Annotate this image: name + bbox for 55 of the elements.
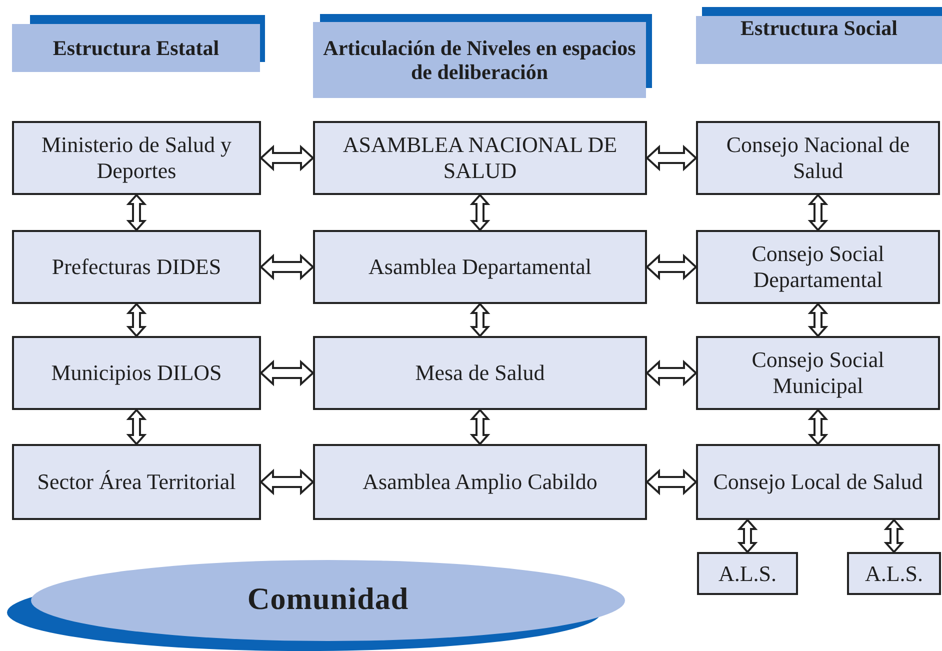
level-box bbox=[696, 336, 940, 410]
box-label: Consejo Nacional de Salud bbox=[725, 132, 911, 184]
level-box bbox=[696, 121, 940, 195]
heading-banner bbox=[12, 15, 265, 72]
level-box bbox=[313, 336, 647, 410]
double-arrow bbox=[260, 360, 314, 386]
box-label: Mesa de Salud bbox=[415, 360, 545, 386]
double-arrow bbox=[126, 194, 147, 232]
box-label: Asamblea Amplio Cabildo bbox=[362, 469, 598, 495]
level-box bbox=[313, 121, 647, 195]
double-arrow bbox=[646, 144, 698, 172]
double-arrow bbox=[470, 302, 490, 338]
box-label: Consejo Social Departamental bbox=[750, 241, 886, 293]
level-box bbox=[12, 444, 261, 520]
level-box bbox=[697, 552, 798, 595]
box-label: Sector Área Territorial bbox=[37, 469, 236, 495]
double-arrow bbox=[646, 254, 698, 280]
level-box bbox=[313, 444, 647, 520]
heading-text: Articulación de Niveles en espacios de deliberación bbox=[322, 36, 637, 84]
double-arrow bbox=[470, 408, 490, 446]
community-ellipse bbox=[7, 560, 625, 651]
box-label: Ministerio de Salud y Deportes bbox=[40, 132, 233, 184]
level-box bbox=[696, 444, 940, 520]
heading-banner bbox=[313, 14, 652, 98]
box-label: Prefecturas DIDES bbox=[52, 254, 222, 280]
level-box bbox=[12, 336, 261, 410]
box-label: ASAMBLEA NACIONAL DE SALUD bbox=[342, 132, 618, 184]
box-label: Consejo Local de Salud bbox=[713, 469, 923, 495]
box-label: Municipios DILOS bbox=[51, 360, 222, 386]
double-arrow bbox=[470, 194, 490, 232]
double-arrow bbox=[737, 518, 758, 554]
double-arrow bbox=[646, 360, 698, 386]
double-arrow bbox=[260, 254, 314, 280]
heading-text: Estructura Estatal bbox=[52, 36, 220, 60]
heading-text: Estructura Social bbox=[740, 16, 898, 40]
level-box bbox=[12, 230, 261, 304]
double-arrow bbox=[126, 408, 147, 446]
level-box bbox=[847, 552, 941, 595]
double-arrow bbox=[808, 408, 828, 446]
box-label: Consejo Social Municipal bbox=[750, 347, 886, 399]
double-arrow bbox=[260, 468, 314, 496]
double-arrow bbox=[808, 302, 828, 338]
box-label: A.L.S. bbox=[718, 560, 777, 586]
double-arrow bbox=[260, 144, 314, 172]
level-box bbox=[313, 230, 647, 304]
double-arrow bbox=[808, 194, 828, 232]
box-label: Asamblea Departamental bbox=[368, 254, 592, 280]
double-arrow bbox=[884, 518, 904, 554]
level-box bbox=[12, 121, 261, 195]
double-arrow bbox=[126, 302, 147, 338]
double-arrow bbox=[646, 468, 698, 496]
level-box bbox=[696, 230, 940, 304]
ellipse-label: Comunidad bbox=[247, 580, 409, 616]
heading-banner bbox=[696, 7, 942, 64]
box-label: A.L.S. bbox=[864, 560, 924, 586]
